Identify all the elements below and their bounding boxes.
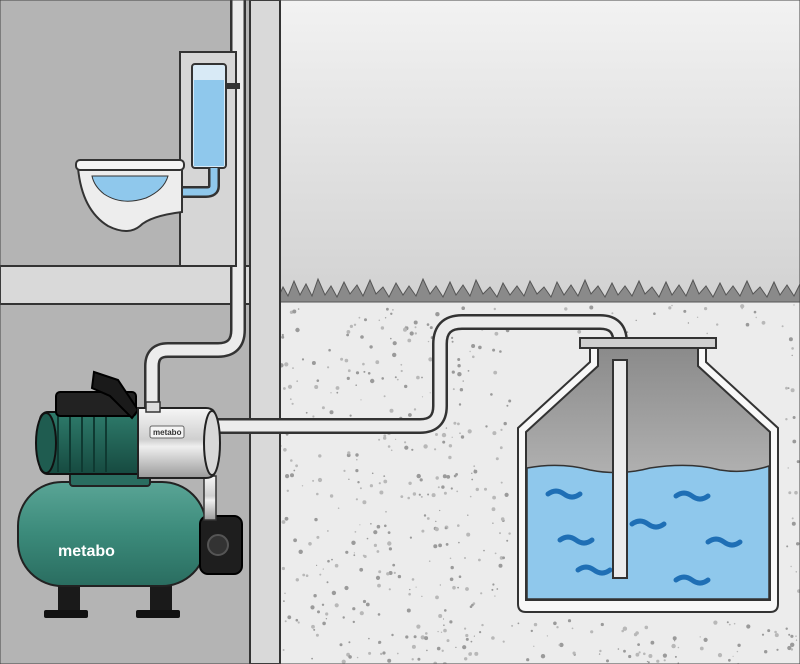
water-waves [545,488,743,586]
tank-brand-label: metabo [58,543,115,560]
floor-slab [0,265,253,305]
toilet-rim [75,159,185,171]
water [526,464,770,600]
tank-lid [579,337,717,349]
pump-brand-badge: metabo [153,428,182,437]
cistern-water [194,80,224,166]
pump-handle [90,370,140,420]
outer-wall [249,0,281,664]
pump-head: metabo [137,401,221,479]
pump-motor [35,370,145,475]
grass [277,277,800,303]
toilet-bowl-water [91,175,169,202]
sky [278,0,800,300]
